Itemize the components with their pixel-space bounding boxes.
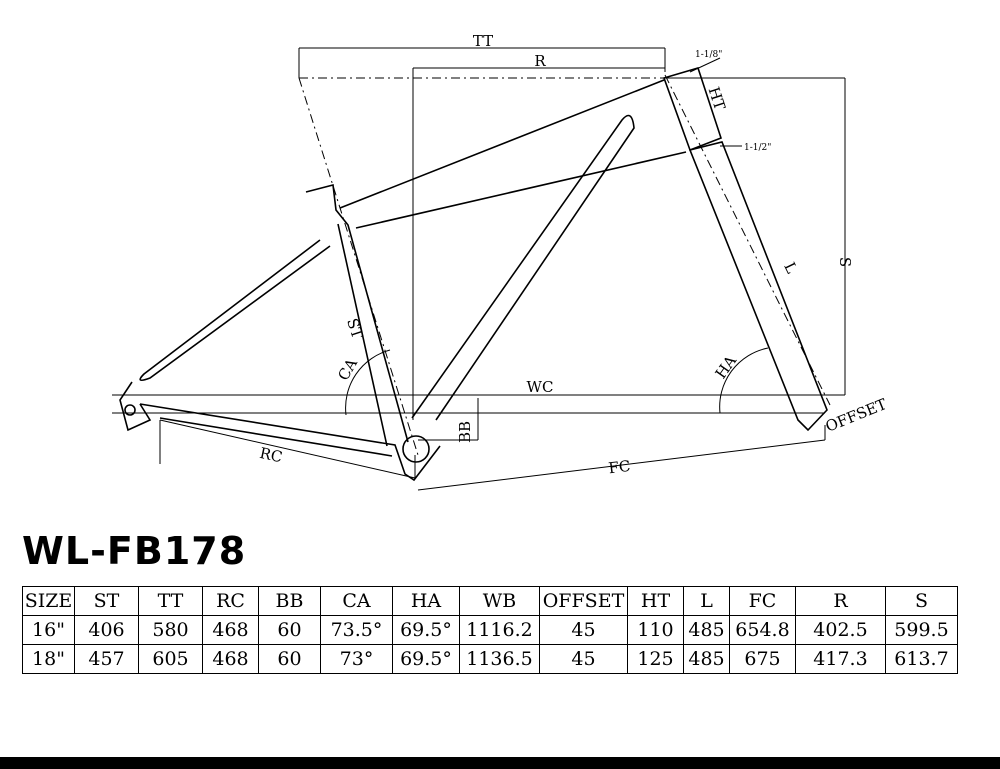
table-cell: 468 [202, 615, 259, 645]
col-header: OFFSET [539, 586, 628, 616]
ca-label: CA [334, 355, 361, 383]
table-cell: 125 [627, 644, 684, 674]
table-cell: 457 [74, 644, 139, 674]
bottom-rule [0, 757, 1000, 769]
s-label: S [836, 257, 854, 267]
table-cell: 599.5 [885, 615, 958, 645]
table-cell: 485 [683, 644, 730, 674]
table-cell: 605 [138, 644, 203, 674]
seat-tube [305, 183, 409, 447]
geometry-table: SIZE ST TT RC BB CA HA WB OFFSET HT L FC… [22, 586, 958, 674]
l-label: L [780, 259, 801, 276]
head-tube [662, 67, 722, 152]
col-header: TT [138, 586, 203, 616]
col-header: RC [202, 586, 259, 616]
table-row: 18" 457 605 468 60 73° 69.5° 1136.5 45 1… [22, 644, 958, 674]
table-cell: 613.7 [885, 644, 958, 674]
col-header: ST [74, 586, 139, 616]
table-cell: 45 [539, 615, 628, 645]
col-header: R [795, 586, 886, 616]
table-cell: 675 [729, 644, 796, 674]
bike-frame-outline [119, 67, 828, 482]
down-tube [411, 114, 635, 421]
top-tube [339, 79, 687, 229]
ht-label: HT [705, 85, 729, 113]
table-cell: 45 [539, 644, 628, 674]
rc-label: RC [258, 444, 284, 466]
table-cell: 468 [202, 644, 259, 674]
table-cell: 16" [22, 615, 75, 645]
chainstay [139, 403, 441, 482]
table-cell: 654.8 [729, 615, 796, 645]
model-title: WL-FB178 [22, 529, 247, 573]
tt-label: TT [473, 32, 493, 50]
col-header: BB [258, 586, 321, 616]
table-cell: 18" [22, 644, 75, 674]
table-cell: 73° [320, 644, 393, 674]
dimension-lines [112, 47, 846, 491]
table-cell: 69.5° [392, 644, 460, 674]
table-cell: 402.5 [795, 615, 886, 645]
table-cell: 580 [138, 615, 203, 645]
table-cell: 60 [258, 615, 321, 645]
r-label: R [534, 52, 546, 70]
table-cell: 1116.2 [459, 615, 540, 645]
bottom-bracket [402, 435, 430, 463]
col-header: CA [320, 586, 393, 616]
headtube-bottom-size: 1-1/2" [744, 143, 771, 153]
table-cell: 60 [258, 644, 321, 674]
frame-geometry-diagram: TT R WC RC FC S L HT ST CA HA BB OFFSET … [112, 32, 889, 491]
table-cell: 406 [74, 615, 139, 645]
table-cell: 73.5° [320, 615, 393, 645]
fork-leg [688, 141, 828, 432]
col-header: S [885, 586, 958, 616]
table-header-row: SIZE ST TT RC BB CA HA WB OFFSET HT L FC… [22, 586, 958, 616]
col-header: FC [729, 586, 796, 616]
col-header: HA [392, 586, 460, 616]
offset-label: OFFSET [823, 395, 889, 436]
fc-label: FC [607, 457, 631, 478]
table-row: 16" 406 580 468 60 73.5° 69.5° 1116.2 45… [22, 615, 958, 645]
col-header: WB [459, 586, 540, 616]
bb-label: BB [456, 421, 474, 443]
table-cell: 485 [683, 615, 730, 645]
col-header: HT [627, 586, 684, 616]
col-header: SIZE [22, 586, 75, 616]
ha-label: HA [712, 352, 741, 382]
table-cell: 1136.5 [459, 644, 540, 674]
table-cell: 417.3 [795, 644, 886, 674]
dropout [119, 381, 152, 432]
wc-label: WC [527, 378, 554, 396]
table-cell: 69.5° [392, 615, 460, 645]
seatstay [139, 239, 331, 382]
col-header: L [683, 586, 730, 616]
headtube-top-size: 1-1/8" [695, 50, 722, 60]
table-cell: 110 [627, 615, 684, 645]
st-label: ST [343, 316, 366, 341]
